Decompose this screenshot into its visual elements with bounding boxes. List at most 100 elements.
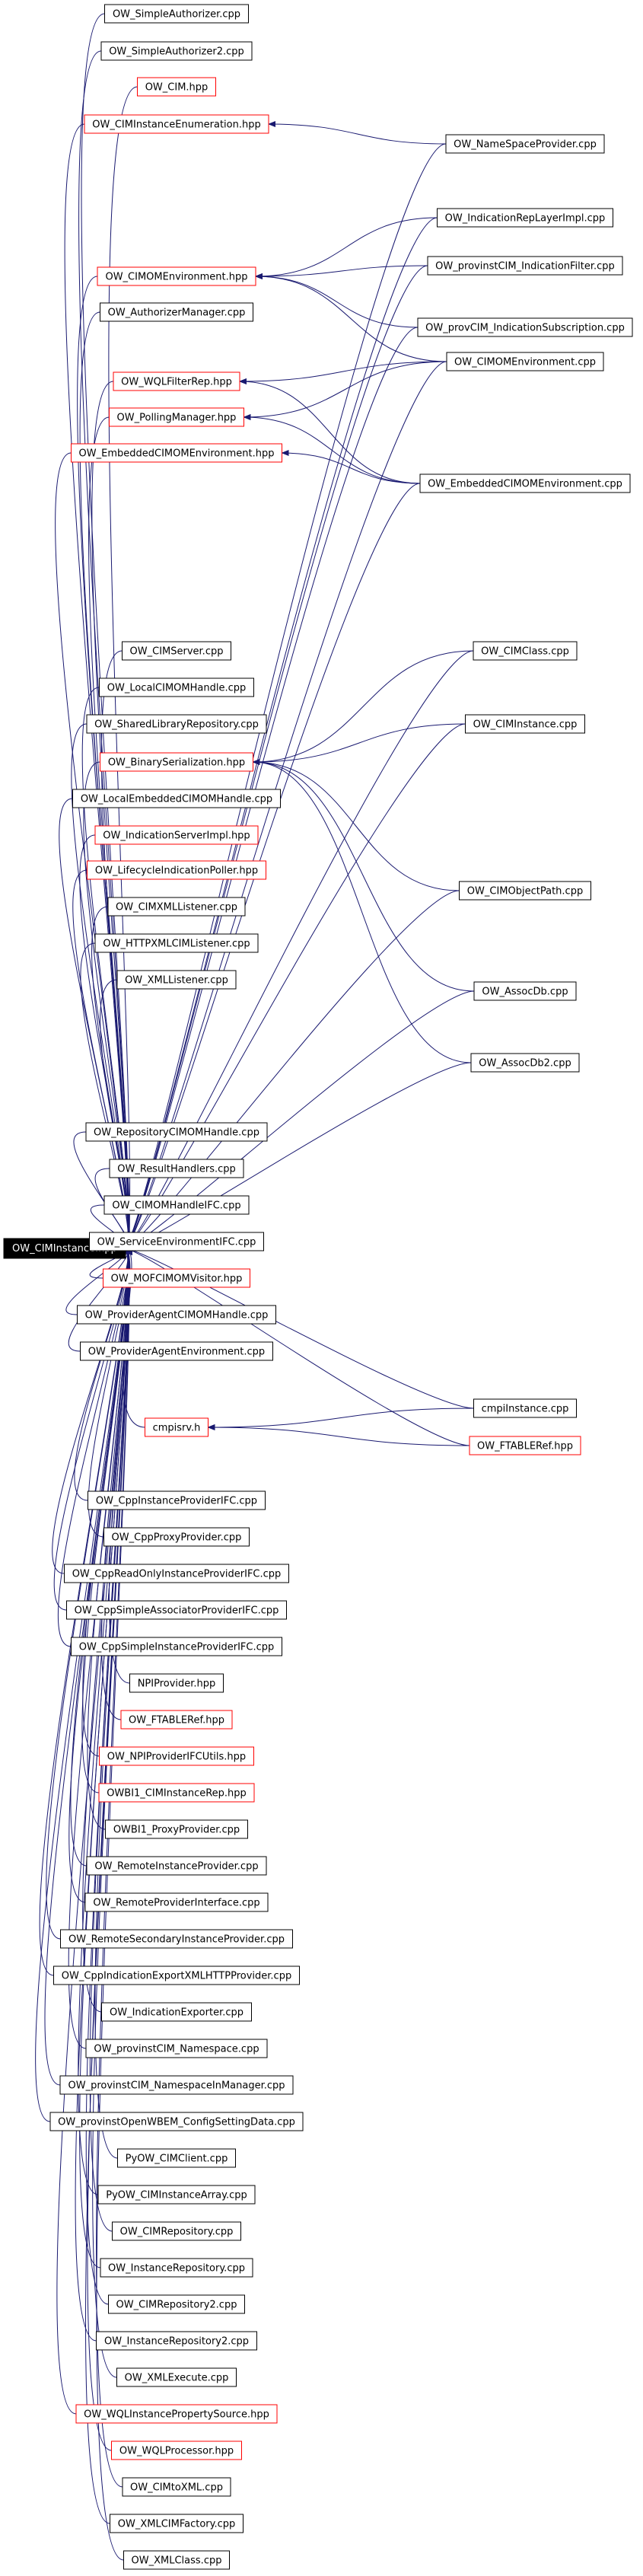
- graph-node[interactable]: OW_NPIProviderIFCUtils.hpp: [99, 1746, 254, 1766]
- graph-node[interactable]: OW_provCIM_IndicationSubscription.cpp: [417, 317, 633, 337]
- graph-node-label: OW_SimpleAuthorizer2.cpp: [109, 46, 244, 58]
- graph-node-label: OW_WQLInstancePropertySource.hpp: [84, 2409, 269, 2421]
- graph-node[interactable]: OW_RemoteSecondaryInstanceProvider.cpp: [60, 1929, 293, 1949]
- graph-node-label: OW_LocalCIMOMHandle.cpp: [107, 683, 246, 694]
- graph-node[interactable]: OW_FTABLERef.hpp: [120, 1710, 233, 1730]
- graph-node-box: [94, 933, 259, 953]
- graph-node-label: OW_SharedLibraryRepository.cpp: [94, 719, 259, 731]
- graph-node[interactable]: OW_CIMOMEnvironment.hpp: [97, 266, 256, 286]
- graph-node[interactable]: OW_ProviderAgentCIMOMHandle.cpp: [77, 1305, 276, 1325]
- graph-node[interactable]: OW_WQLInstancePropertySource.hpp: [75, 2404, 278, 2424]
- graph-node[interactable]: OW_CIMRepository.cpp: [112, 2221, 241, 2241]
- graph-node[interactable]: OW_CppInstanceProviderIFC.cpp: [88, 1490, 266, 1510]
- graph-node[interactable]: OW_LocalEmbeddedCIMOMHandle.cpp: [72, 789, 281, 808]
- graph-node[interactable]: OW_CIMOMEnvironment.cpp: [446, 352, 604, 371]
- graph-node[interactable]: OW_CIMObjectPath.cpp: [459, 881, 591, 901]
- graph-node-label: OW_PollingManager.hpp: [117, 413, 237, 424]
- graph-node[interactable]: OW_CIMClass.cpp: [473, 641, 578, 661]
- graph-node-box: [445, 134, 605, 154]
- graph-node[interactable]: OW_CIMRepository2.cpp: [108, 2294, 245, 2314]
- graph-node[interactable]: OW_AuthorizerManager.cpp: [100, 302, 253, 322]
- graph-node[interactable]: OW_CppSimpleInstanceProviderIFC.cpp: [71, 1637, 282, 1656]
- graph-node-label: cmpiInstance.cpp: [482, 1404, 569, 1415]
- edge-n38-to-root: [125, 1245, 474, 1409]
- graph-node-label: OW_CIMXMLListener.cpp: [116, 902, 237, 913]
- graph-node[interactable]: OW_ResultHandlers.cpp: [109, 1159, 244, 1178]
- graph-node-box: [145, 1417, 208, 1437]
- graph-node[interactable]: OW_provinstOpenWBEM_ConfigSettingData.cp…: [49, 2112, 304, 2131]
- graph-node[interactable]: OW_WQLProcessor.hpp: [111, 2441, 242, 2460]
- graph-node[interactable]: OWBI1_ProxyProvider.cpp: [105, 1819, 248, 1839]
- graph-node[interactable]: OW_InstanceRepository.cpp: [100, 2258, 253, 2278]
- graph-node[interactable]: OW_XMLClass.cpp: [123, 2550, 230, 2570]
- graph-node[interactable]: OW_provinstCIM_NamespaceInManager.cpp: [59, 2075, 294, 2095]
- graph-node-label: OW_provinstCIM_IndicationFilter.cpp: [435, 261, 615, 273]
- graph-node[interactable]: OW_ProviderAgentEnvironment.cpp: [80, 1341, 273, 1361]
- graph-node-box: [105, 1819, 248, 1839]
- graph-node[interactable]: OW_CIMInstance.cpp: [465, 714, 585, 734]
- graph-node[interactable]: OW_IndicationExporter.cpp: [101, 2002, 252, 2022]
- graph-node[interactable]: OW_CIMtoXML.cpp: [122, 2477, 231, 2497]
- graph-node[interactable]: OW_InstanceRepository2.cpp: [96, 2331, 257, 2351]
- edge-n30-to-n21: [252, 759, 472, 1063]
- graph-node[interactable]: OW_AssocDb2.cpp: [470, 1053, 580, 1073]
- graph-node[interactable]: OW_CppReadOnlyInstanceProviderIFC.cpp: [64, 1564, 289, 1583]
- graph-node[interactable]: OW_IndicationRepLayerImpl.cpp: [437, 208, 613, 228]
- graph-node[interactable]: OW_WQLFilterRep.hpp: [113, 371, 240, 391]
- graph-node[interactable]: OW_LifecycleIndicationPoller.hpp: [87, 860, 266, 880]
- graph-node-box: [87, 860, 266, 880]
- graph-node[interactable]: OW_CppSimpleAssociatorProviderIFC.cpp: [66, 1600, 287, 1620]
- graph-node-box: [113, 371, 240, 391]
- graph-node[interactable]: OW_CIMInstanceEnumeration.hpp: [84, 114, 269, 134]
- graph-node[interactable]: OW_AssocDb.cpp: [473, 981, 577, 1001]
- graph-node[interactable]: OW_SharedLibraryRepository.cpp: [86, 714, 267, 734]
- graph-node[interactable]: OW_RemoteInstanceProvider.cpp: [86, 1856, 267, 1876]
- graph-node[interactable]: OW_CIMXMLListener.cpp: [107, 897, 246, 917]
- graph-node[interactable]: OW_BinarySerialization.hpp: [100, 752, 253, 772]
- graph-node[interactable]: OW_SimpleAuthorizer2.cpp: [100, 41, 253, 61]
- graph-node[interactable]: OW_IndicationServerImpl.hpp: [94, 825, 259, 845]
- graph-node[interactable]: OW_RepositoryCIMOMHandle.cpp: [85, 1122, 268, 1142]
- graph-node[interactable]: OW_CIMOMHandleIFC.cpp: [103, 1195, 250, 1215]
- graph-node[interactable]: OW_provinstCIM_Namespace.cpp: [85, 2039, 268, 2058]
- graph-node[interactable]: OW_NameSpaceProvider.cpp: [445, 134, 605, 154]
- graph-node[interactable]: OW_FTABLERef.hpp: [469, 1436, 581, 1455]
- graph-node[interactable]: OW_SimpleAuthorizer.cpp: [104, 4, 249, 24]
- graph-node[interactable]: OW_CppIndicationExportXMLHTTPProvider.cp…: [53, 1965, 300, 1985]
- graph-node[interactable]: PyOW_CIMClient.cpp: [117, 2148, 236, 2168]
- graph-node-box: [109, 407, 244, 427]
- edge-n26-to-root: [91, 906, 133, 1251]
- graph-node[interactable]: cmpisrv.h: [145, 1417, 208, 1437]
- graph-node[interactable]: PyOW_CIMInstanceArray.cpp: [97, 2185, 256, 2205]
- graph-node[interactable]: OW_XMLExecute.cpp: [116, 2367, 237, 2387]
- graph-node[interactable]: OW_ServiceEnvironmentIFC.cpp: [89, 1232, 264, 1251]
- graph-node[interactable]: OW_provinstCIM_IndicationFilter.cpp: [427, 256, 623, 276]
- graph-node-label: OW_CIMInstance.cpp: [473, 719, 578, 731]
- graph-node[interactable]: OW_CppProxyProvider.cpp: [103, 1527, 250, 1547]
- graph-node[interactable]: OWBI1_CIMInstanceRep.hpp: [98, 1783, 255, 1803]
- graph-node-box: [137, 77, 216, 97]
- graph-node-label: OW_provinstCIM_NamespaceInManager.cpp: [68, 2080, 285, 2092]
- graph-node-label: OW_WQLProcessor.hpp: [119, 2446, 234, 2457]
- graph-node[interactable]: OW_RemoteProviderInterface.cpp: [84, 1892, 269, 1912]
- graph-node[interactable]: OW_HTTPXMLCIMListener.cpp: [94, 933, 259, 953]
- graph-node-box: [110, 2514, 244, 2533]
- graph-node[interactable]: OW_PollingManager.hpp: [109, 407, 244, 427]
- edge-n14-to-n15: [281, 450, 421, 484]
- graph-node-box: [84, 1892, 269, 1912]
- graph-node[interactable]: OW_CIM.hpp: [137, 77, 216, 97]
- graph-node[interactable]: OW_LocalCIMOMHandle.cpp: [99, 677, 254, 697]
- graph-node-box: [116, 2367, 237, 2387]
- graph-node[interactable]: OW_EmbeddedCIMOMEnvironment.hpp: [71, 443, 282, 463]
- graph-node[interactable]: NPIProvider.hpp: [129, 1673, 224, 1693]
- graph-node[interactable]: OW_CIMServer.cpp: [122, 641, 231, 661]
- graph-node[interactable]: OW_XMLCIMFactory.cpp: [110, 2514, 244, 2533]
- graph-node-box: [98, 1783, 255, 1803]
- graph-node-box: [473, 981, 577, 1001]
- graph-node[interactable]: OW_MOFCIMOMVisitor.hpp: [103, 1268, 250, 1288]
- graph-node-label: OW_AssocDb.cpp: [482, 987, 568, 998]
- graph-node[interactable]: OW_EmbeddedCIMOMEnvironment.cpp: [419, 473, 631, 493]
- graph-node[interactable]: OW_XMLListener.cpp: [116, 970, 237, 990]
- graph-node-label: cmpisrv.h: [153, 1423, 201, 1434]
- graph-node[interactable]: cmpiInstance.cpp: [473, 1398, 577, 1418]
